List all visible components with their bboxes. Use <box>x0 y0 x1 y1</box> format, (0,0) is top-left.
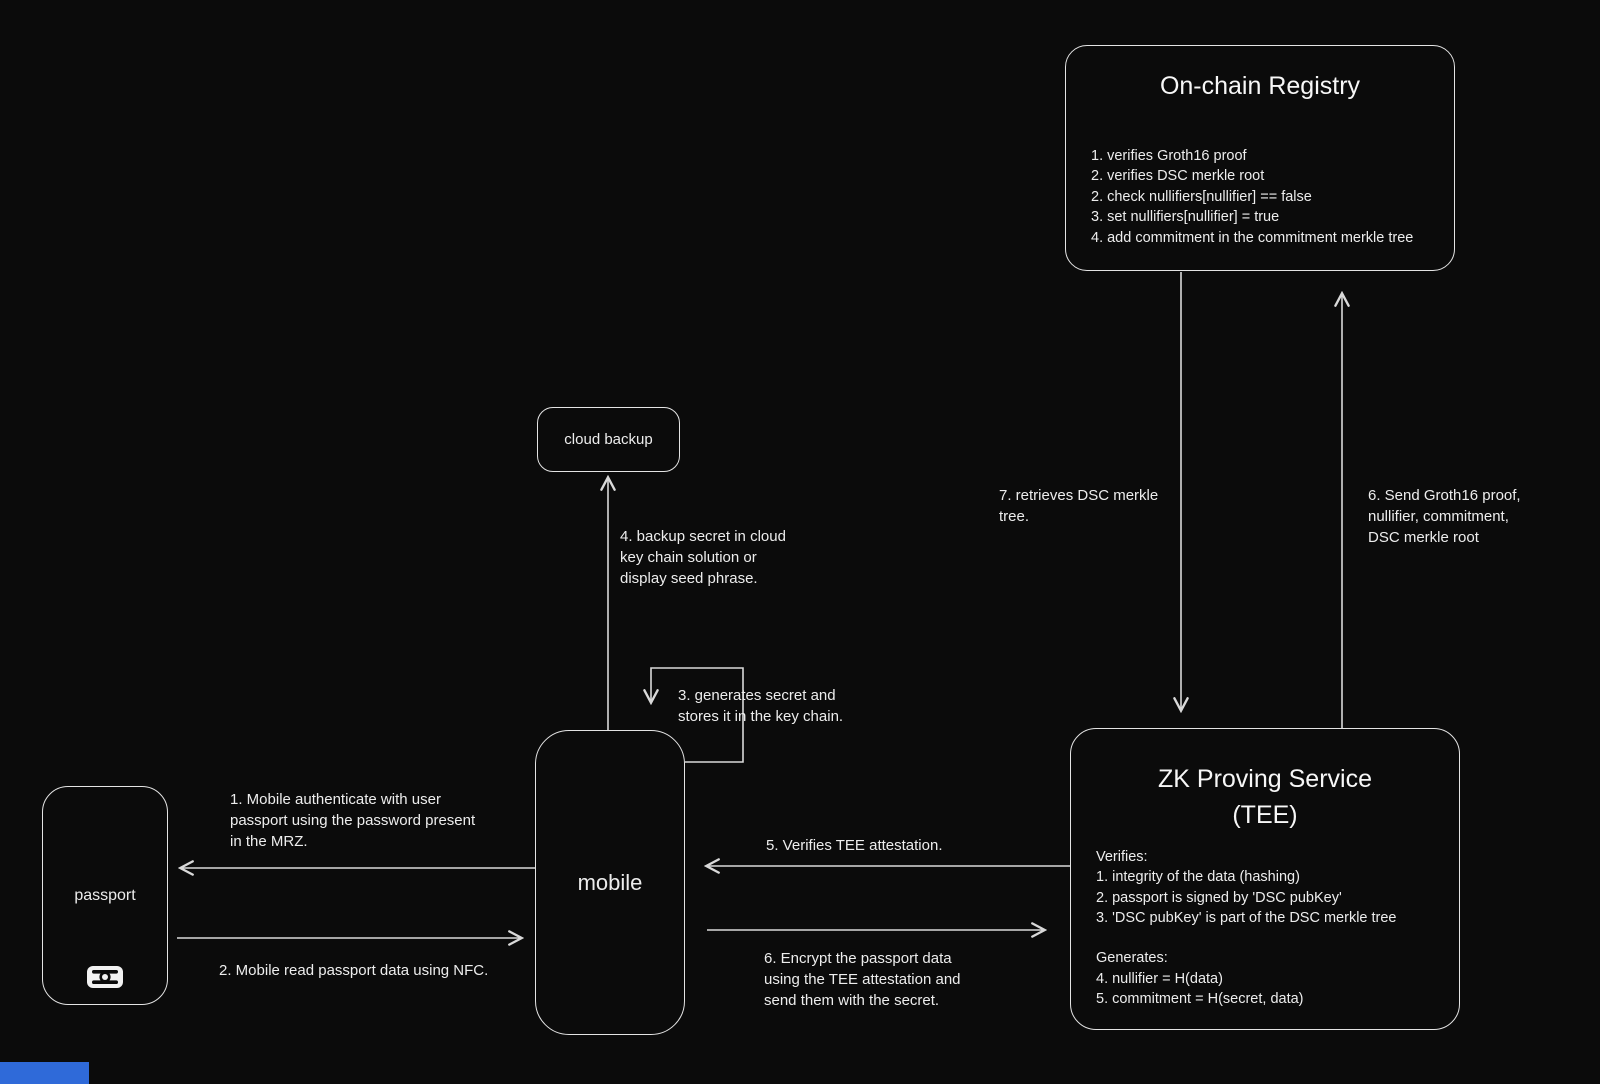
edge-label-step4-backup-secret: 4. backup secret in cloud key chain solu… <box>620 528 786 587</box>
cloud-backup-label: cloud backup <box>564 431 653 448</box>
edge-label-step6-send-proof: 6. Send Groth16 proof, nullifier, commit… <box>1368 487 1521 546</box>
node-cloud-backup: cloud backup <box>537 407 680 472</box>
registry-title: On-chain Registry <box>1159 72 1361 100</box>
zk-steps: Verifies: 1. integrity of the data (hash… <box>1096 849 1397 1008</box>
edge-label-step3-generate-secret: 3. generates secret and stores it in the… <box>678 687 844 725</box>
passport-label: passport <box>74 886 136 904</box>
registry-steps: 1. verifies Groth16 proof 2. verifies DS… <box>1091 148 1414 246</box>
biometric-chip-icon <box>87 966 123 988</box>
edge-label-step6-encrypt-data: 6. Encrypt the passport data using the T… <box>764 950 961 1009</box>
node-zk-proving-service: ZK Proving Service (TEE) Verifies: 1. in… <box>1070 728 1460 1030</box>
node-mobile: mobile <box>535 730 685 1035</box>
arrow-mobile-self-loop <box>651 667 744 763</box>
edge-label-step7-retrieve-merkle: 7. retrieves DSC merkle tree. <box>999 487 1159 525</box>
edge-label-step1-authenticate: 1. Mobile authenticate with user passpor… <box>230 791 476 850</box>
node-passport: passport <box>42 786 168 1005</box>
zk-title: ZK Proving Service (TEE) <box>1158 765 1372 829</box>
bottom-blue-strip <box>0 1062 89 1084</box>
edge-label-step5-verify-tee: 5. Verifies TEE attestation. <box>766 837 943 854</box>
edge-label-step2-read-nfc: 2. Mobile read passport data using NFC. <box>219 962 489 979</box>
mobile-label: mobile <box>577 869 643 895</box>
node-onchain-registry: On-chain Registry 1. verifies Groth16 pr… <box>1065 45 1455 271</box>
